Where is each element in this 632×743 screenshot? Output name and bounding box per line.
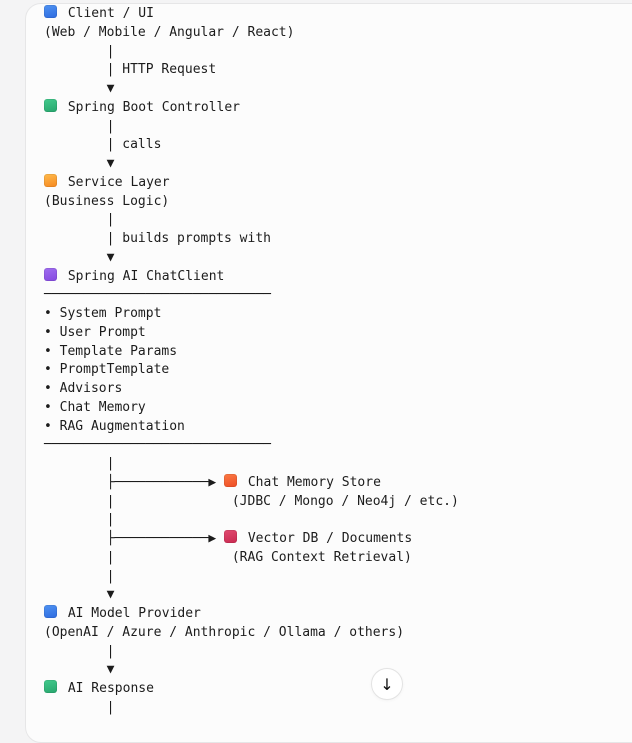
diagram-text: ▼ bbox=[44, 587, 115, 603]
diagram-text: • System Prompt bbox=[44, 306, 162, 321]
diagram-line: • System Prompt bbox=[44, 305, 632, 324]
diagram-text: Spring AI ChatClient bbox=[60, 268, 225, 284]
diagram-text: ├────────────▶ bbox=[44, 474, 225, 490]
diagram-line: Spring AI ChatClient bbox=[44, 267, 632, 287]
diagram-text: Client / UI bbox=[60, 6, 154, 21]
diagram-text: • User Prompt bbox=[44, 324, 146, 340]
diagram-line: Spring Boot Controller bbox=[44, 98, 632, 118]
diagram-text: | HTTP Request bbox=[44, 62, 217, 78]
diagram-text: (Web / Mobile / Angular / React) bbox=[44, 24, 295, 40]
diagram-line: • RAG Augmentation bbox=[44, 418, 632, 437]
arrow-down-icon: ↓ bbox=[380, 674, 394, 694]
diagram-text: ───────────────────────────── bbox=[44, 287, 271, 303]
diagram-line: ───────────────────────────── bbox=[44, 286, 632, 305]
diagram-text: | bbox=[44, 118, 115, 134]
diagram-line: | builds prompts with bbox=[44, 230, 632, 249]
diagram-text: Service Layer bbox=[60, 174, 170, 190]
diagram-line: ▼ bbox=[44, 249, 632, 268]
diagram-text: AI Response bbox=[60, 681, 154, 696]
diagram-text: ▼ bbox=[44, 662, 115, 678]
diagram-text: (OpenAI / Azure / Anthropic / Ollama / o… bbox=[44, 624, 405, 640]
diagram-text: | bbox=[44, 643, 115, 659]
orange-red-square-icon bbox=[224, 473, 238, 487]
diagram-text: ▼ bbox=[44, 81, 115, 96]
diagram-line: | bbox=[44, 643, 632, 662]
diagram-text: AI Model Provider bbox=[60, 606, 201, 621]
diagram-text: | calls bbox=[44, 137, 162, 153]
green-square-icon bbox=[44, 680, 57, 693]
diagram-line: | bbox=[44, 511, 632, 530]
diagram-line: ▼ bbox=[44, 80, 632, 99]
diagram-text: | bbox=[44, 699, 115, 715]
diagram-text: ───────────────────────────── bbox=[44, 437, 271, 453]
diagram-line: | bbox=[44, 211, 632, 230]
diagram-line: | bbox=[44, 568, 632, 587]
diagram-line: • PromptTemplate bbox=[44, 361, 632, 380]
diagram-line: Service Layer bbox=[44, 173, 632, 193]
green-square-icon bbox=[44, 98, 57, 112]
diagram-line: (Web / Mobile / Angular / React) bbox=[44, 24, 632, 43]
diagram-line: | bbox=[44, 455, 632, 474]
diagram-text: ▼ bbox=[44, 249, 115, 265]
diagram-line: | (RAG Context Retrieval) bbox=[44, 549, 632, 568]
diagram-line: AI Model Provider bbox=[44, 605, 632, 624]
diagram-text: • Advisors bbox=[44, 381, 123, 396]
diagram-text: • Chat Memory bbox=[44, 399, 146, 415]
diagram-line: ▼ bbox=[44, 586, 632, 605]
diagram-text: | builds prompts with bbox=[44, 231, 271, 246]
diagram-text: | (RAG Context Retrieval) bbox=[44, 549, 412, 565]
diagram-text: | bbox=[44, 456, 115, 471]
diagram-text: • Template Params bbox=[44, 343, 178, 359]
diagram-text: | (JDBC / Mongo / Neo4j / etc.) bbox=[44, 493, 459, 509]
diagram-line: • Advisors bbox=[44, 380, 632, 399]
diagram-line: | bbox=[44, 118, 632, 137]
diagram-line: Client / UI bbox=[44, 5, 632, 24]
ascii-diagram: Client / UI (Web / Mobile / Angular / Rea… bbox=[26, 4, 632, 718]
diagram-text: • PromptTemplate bbox=[44, 362, 170, 378]
orange-square-icon bbox=[44, 173, 57, 187]
diagram-text: ├────────────▶ bbox=[44, 531, 225, 546]
diagram-line: • User Prompt bbox=[44, 324, 632, 343]
diagram-line: • Template Params bbox=[44, 343, 632, 362]
diagram-text: Chat Memory Store bbox=[240, 474, 381, 490]
crimson-square-icon bbox=[224, 530, 238, 543]
diagram-text: Spring Boot Controller bbox=[60, 99, 241, 115]
diagram-line: ├────────────▶ Vector DB / Documents bbox=[44, 530, 632, 549]
purple-square-icon bbox=[44, 267, 57, 281]
diagram-text: (Business Logic) bbox=[44, 193, 170, 209]
scroll-to-bottom-button[interactable]: ↓ bbox=[371, 668, 403, 700]
diagram-line: | bbox=[44, 43, 632, 62]
diagram-text: • RAG Augmentation bbox=[44, 418, 185, 434]
diagram-line: • Chat Memory bbox=[44, 399, 632, 418]
diagram-line: ───────────────────────────── bbox=[44, 436, 632, 455]
diagram-text: Vector DB / Documents bbox=[240, 531, 413, 546]
blue-square-icon bbox=[44, 605, 57, 618]
diagram-text: | bbox=[44, 212, 115, 228]
diagram-line: ▼ bbox=[44, 155, 632, 174]
diagram-text: ▼ bbox=[44, 156, 115, 171]
diagram-line: | HTTP Request bbox=[44, 61, 632, 80]
diagram-line: ├────────────▶ Chat Memory Store bbox=[44, 473, 632, 493]
diagram-line: | calls bbox=[44, 136, 632, 155]
diagram-text: | bbox=[44, 43, 115, 59]
diagram-line: ▼ bbox=[44, 661, 632, 680]
diagram-line: (OpenAI / Azure / Anthropic / Ollama / o… bbox=[44, 624, 632, 643]
diagram-text: | bbox=[44, 512, 115, 528]
diagram-line: (Business Logic) bbox=[44, 193, 632, 212]
diagram-text: | bbox=[44, 568, 115, 584]
blue-square-icon bbox=[44, 5, 57, 18]
diagram-line: AI Response bbox=[44, 680, 632, 699]
code-block-card: Client / UI (Web / Mobile / Angular / Rea… bbox=[25, 3, 632, 743]
diagram-line: | (JDBC / Mongo / Neo4j / etc.) bbox=[44, 493, 632, 512]
diagram-line: | bbox=[44, 699, 632, 718]
